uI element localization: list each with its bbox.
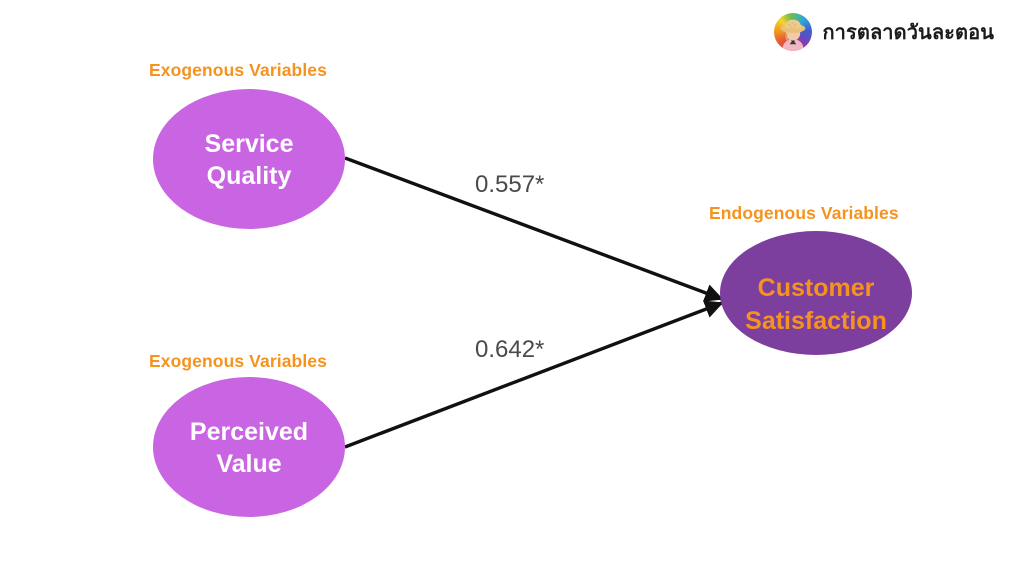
node-perceived-value-ellipse[interactable] (153, 377, 345, 517)
brand-name: การตลาดวันละตอน (822, 22, 994, 44)
node-service-quality-line2: Quality (207, 162, 292, 190)
node-perceived-value[interactable]: Perceived Value (153, 377, 345, 517)
node-service-quality-ellipse[interactable] (153, 89, 345, 229)
group-label-exogenous-bottom: Exogenous Variables (149, 351, 327, 371)
node-customer-satisfaction-line1: Customer (758, 274, 875, 302)
path-arrow-perceived-value-to-customer-satisfaction (344, 300, 724, 449)
node-perceived-value-line2: Value (216, 450, 281, 478)
group-label-exogenous-top: Exogenous Variables (149, 60, 327, 80)
brand-logo: การตลาดวันละตอน (774, 13, 994, 51)
node-customer-satisfaction-line2: Satisfaction (745, 307, 887, 335)
path-arrow-service-quality-to-customer-satisfaction (344, 156, 724, 302)
node-service-quality[interactable]: Service Quality (153, 89, 345, 229)
node-perceived-value-line1: Perceived (190, 418, 308, 446)
person-straw-hat-avatar-icon (774, 13, 813, 51)
path-coefficient-service-quality: 0.557* (475, 171, 544, 198)
group-label-endogenous: Endogenous Variables (709, 203, 899, 223)
node-service-quality-line1: Service (205, 130, 294, 158)
path-coefficient-perceived-value: 0.642* (475, 336, 544, 363)
node-customer-satisfaction-ellipse[interactable] (720, 231, 912, 355)
node-customer-satisfaction[interactable]: Customer Satisfaction (720, 231, 912, 355)
